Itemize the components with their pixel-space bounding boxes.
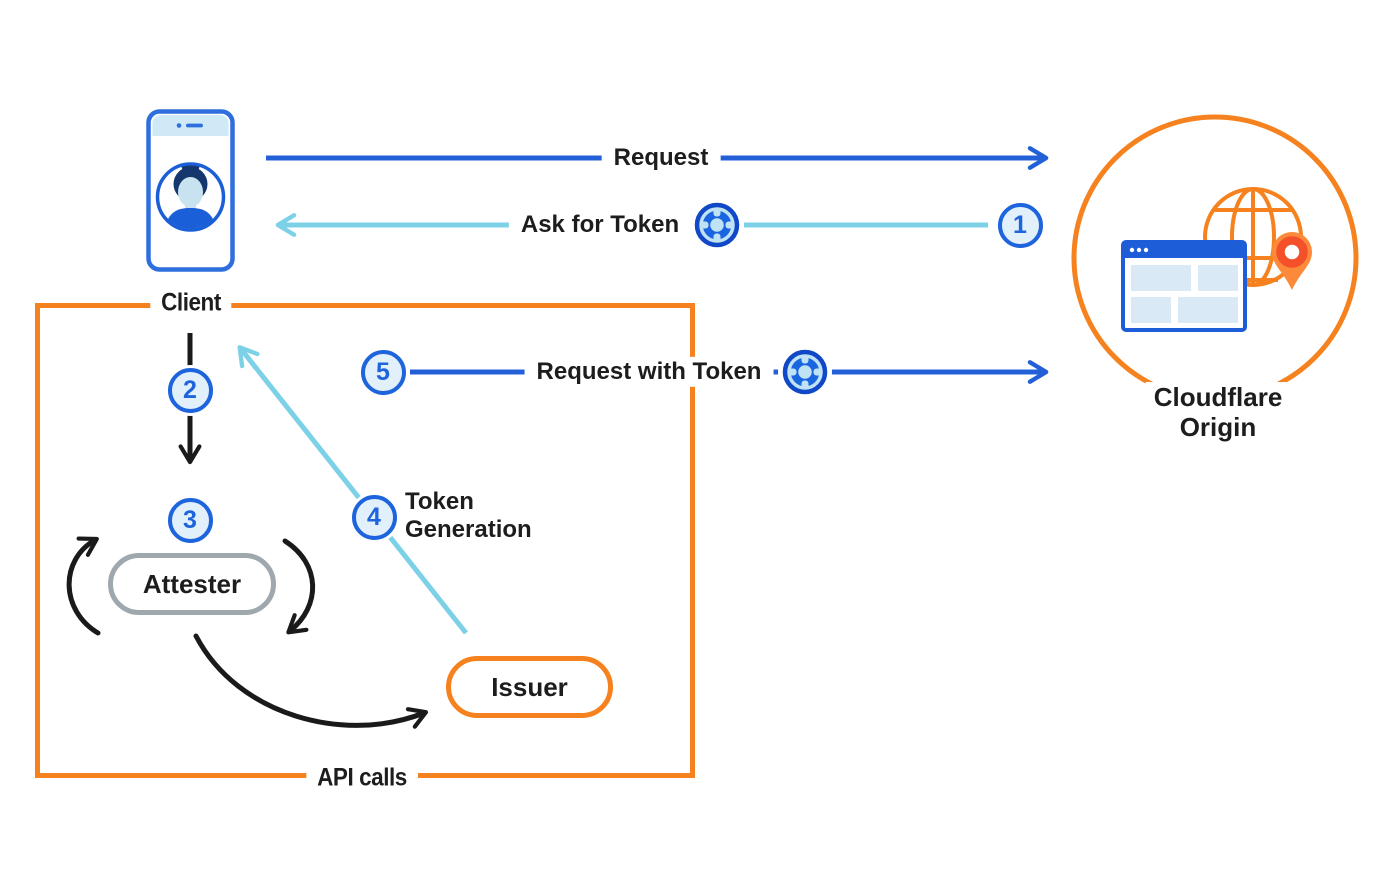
issuer-label: Issuer xyxy=(491,671,568,702)
step-badge-2: 2 xyxy=(167,367,213,413)
step-badge-3: 3 xyxy=(167,497,213,543)
phone-speaker-dash xyxy=(186,123,203,128)
browser-window-icon xyxy=(1121,240,1247,332)
attester-loop-right-arrow xyxy=(282,538,316,635)
request-label: Request xyxy=(601,142,721,174)
token-icon xyxy=(778,345,832,399)
step-badge-5: 5 xyxy=(360,349,406,395)
phone-camera-dot xyxy=(176,123,182,128)
attester-node: Attester xyxy=(108,553,276,615)
token-generation-arrow xyxy=(237,345,468,635)
location-pin-icon xyxy=(1272,232,1312,290)
client-label: Client xyxy=(150,287,232,319)
issuer-node: Issuer xyxy=(446,656,613,718)
token-generation-label: Token Generation xyxy=(405,488,532,543)
attester-to-issuer-arrow xyxy=(193,633,429,729)
ask-for-token-label: Ask for Token xyxy=(508,209,692,241)
cloudflare-origin-label: Cloudflare Origin xyxy=(1145,382,1291,442)
attester-label: Attester xyxy=(142,568,242,599)
api-calls-label: API calls xyxy=(306,762,418,794)
cloudflare-origin-icon xyxy=(1121,187,1312,332)
attester-loop-left-arrow xyxy=(66,536,101,636)
smartphone-user-icon xyxy=(146,109,235,272)
token-icon xyxy=(690,198,744,252)
request-with-token-label: Request with Token xyxy=(524,356,774,388)
step-badge-1: 1 xyxy=(997,202,1043,248)
step-badge-4: 4 xyxy=(351,494,397,540)
